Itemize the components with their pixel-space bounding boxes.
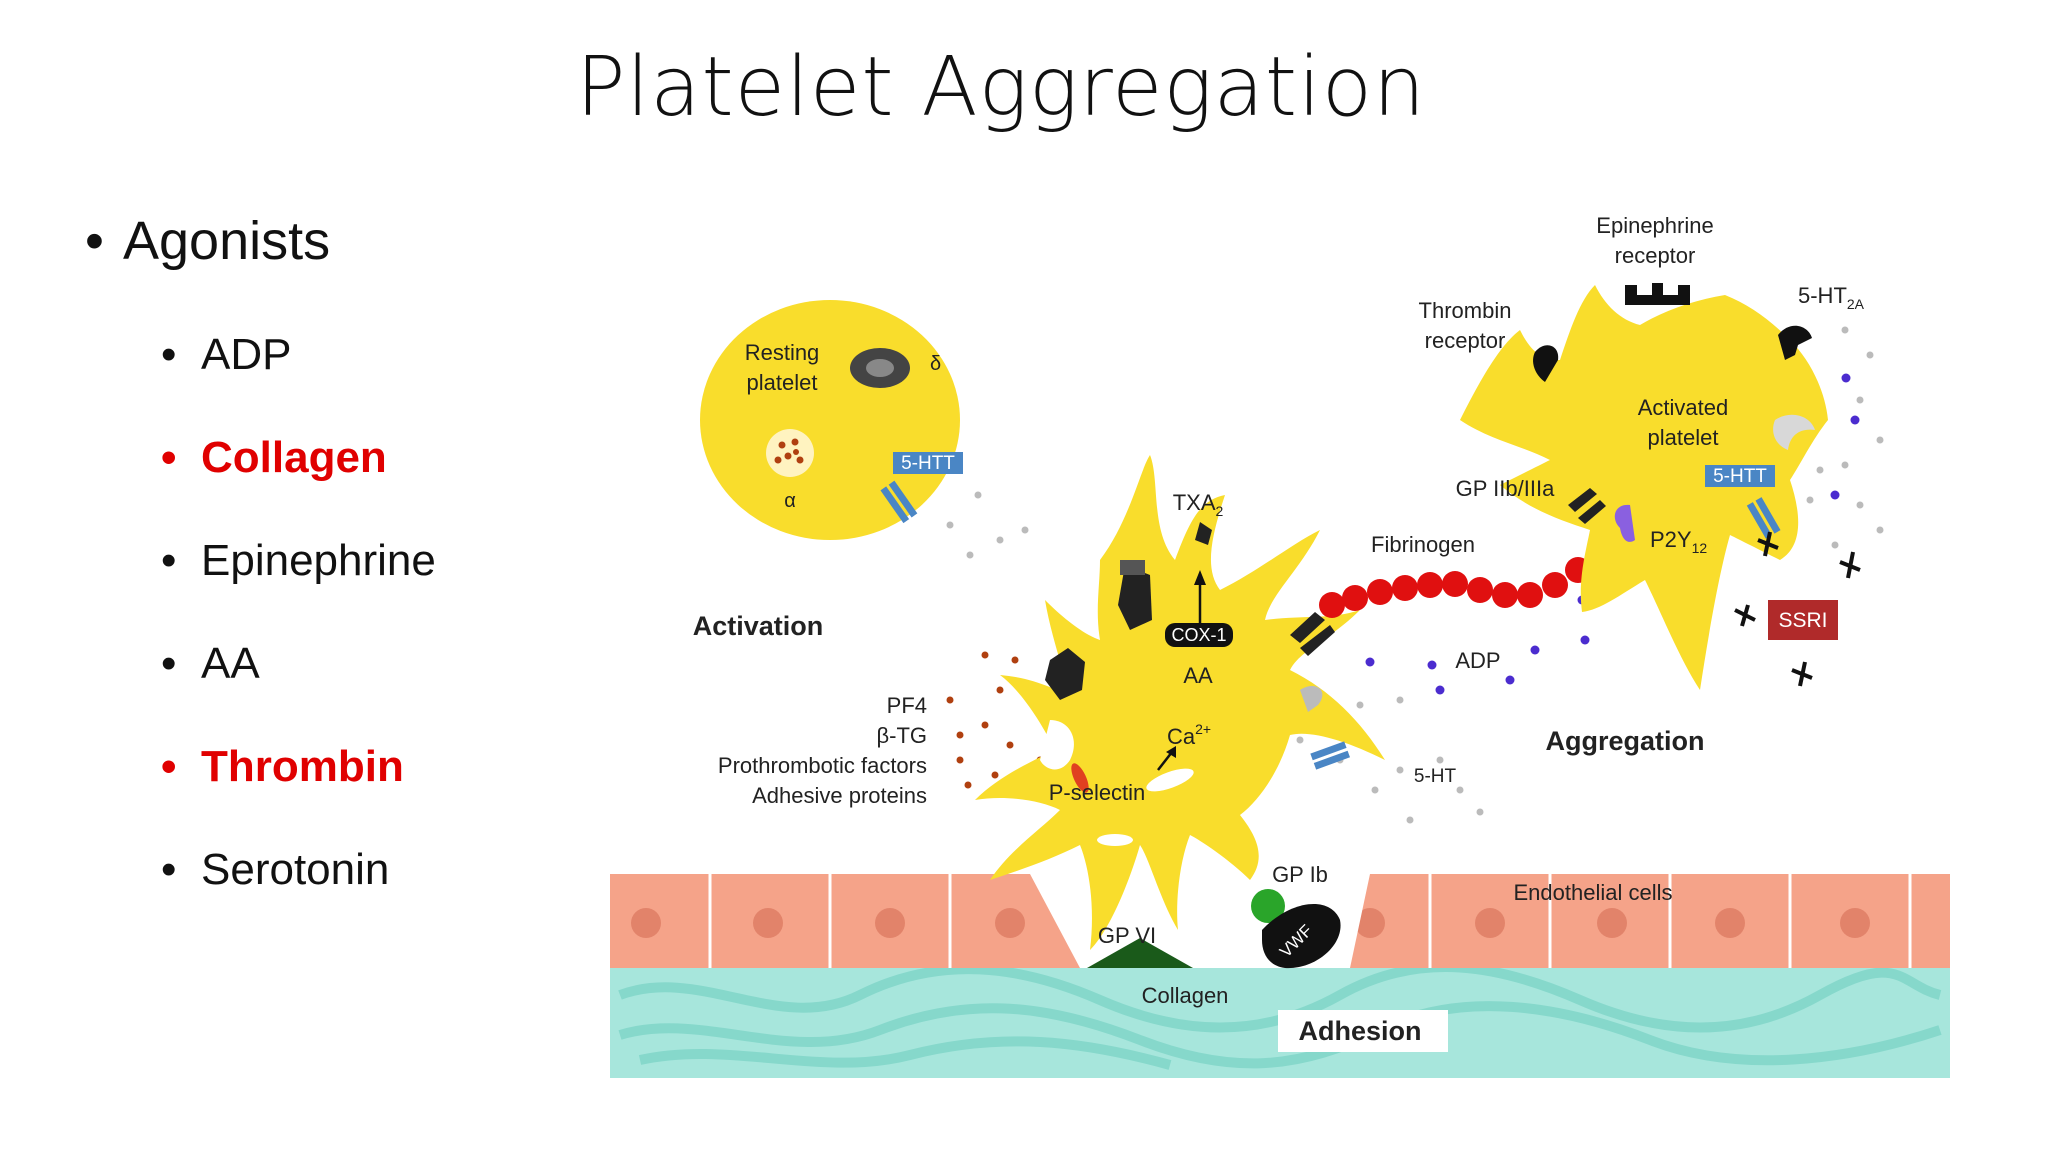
bullet-text: Thrombin bbox=[201, 742, 404, 791]
gp6-collagen-icon bbox=[1087, 938, 1193, 968]
bullet-text: AA bbox=[201, 639, 260, 688]
collagen-fibers bbox=[618, 962, 1942, 1070]
bullet-text: Collagen bbox=[201, 433, 387, 482]
bullet-dot: • bbox=[161, 330, 177, 379]
right-activated-platelet bbox=[1460, 285, 1828, 690]
txa2-label: TXA2 bbox=[1173, 490, 1224, 519]
vwf-icon bbox=[1262, 903, 1341, 969]
ssri-box bbox=[1768, 600, 1838, 640]
resting-label-2: platelet bbox=[747, 370, 818, 395]
gp6-label: GP VI bbox=[1098, 923, 1156, 948]
bullet-text: ADP bbox=[201, 330, 292, 379]
bullet-text: Epinephrine bbox=[201, 536, 436, 585]
p2y12-label: P2Y12 bbox=[1650, 527, 1707, 556]
thrombin-receptor-label-1: Thrombin bbox=[1419, 298, 1512, 323]
fibrinogen-chain bbox=[1319, 557, 1591, 618]
gp2b3a-right-icon bbox=[1568, 488, 1606, 524]
delta-label: δ bbox=[930, 353, 941, 375]
aggregation-label: Aggregation bbox=[1546, 726, 1705, 756]
right-transporter-icon bbox=[1746, 497, 1781, 539]
central-activated-platelet bbox=[975, 455, 1385, 950]
cox1-label: COX-1 bbox=[1171, 625, 1226, 645]
collagen-label: Collagen bbox=[1142, 983, 1229, 1008]
resting-label-1: Resting bbox=[745, 340, 820, 365]
bullet-text: Serotonin bbox=[201, 845, 390, 894]
activated-transporter-label: 5-HTT bbox=[1713, 466, 1767, 487]
bullet-dot: • bbox=[161, 742, 177, 791]
activation-label: Activation bbox=[693, 611, 824, 641]
pf4-label: PF4 bbox=[887, 693, 927, 718]
endothelial-label: Endothelial cells bbox=[1514, 880, 1673, 905]
resting-transporter-label: 5-HTT bbox=[901, 453, 955, 474]
bullet-text: Agonists bbox=[123, 211, 331, 271]
bullet-dot: • bbox=[161, 845, 177, 894]
bullet-dot: • bbox=[161, 639, 177, 688]
thrombin-receptor-icon-central bbox=[1118, 565, 1152, 630]
bullet-dot: • bbox=[161, 433, 177, 482]
gp1b-label: GP Ib bbox=[1272, 862, 1328, 887]
platelet-aggregation-diagram: Resting platelet δ α 5-HTT bbox=[610, 213, 1950, 1078]
epinephrine-receptor-label-1: Epinephrine bbox=[1596, 213, 1713, 238]
adhesion-label: Adhesion bbox=[1298, 1016, 1421, 1046]
alpha-granule-icon bbox=[766, 429, 814, 477]
central-transporter-icon bbox=[1310, 741, 1350, 770]
5ht2a-label: 5-HT2A bbox=[1798, 283, 1865, 312]
gp2b3a-left-icon bbox=[1290, 612, 1335, 656]
gp1b-icon bbox=[1251, 889, 1285, 923]
activated-label-2: platelet bbox=[1648, 425, 1719, 450]
aa-label: AA bbox=[1183, 663, 1213, 688]
adhesive-proteins-label: Adhesive proteins bbox=[752, 783, 927, 808]
slide-title: Platelet Aggregation bbox=[576, 40, 1426, 135]
thrombin-receptor-label-2: receptor bbox=[1425, 328, 1506, 353]
cox1-box bbox=[1165, 623, 1233, 647]
thrombin-receptor-icon bbox=[1533, 345, 1559, 382]
prothrombotic-label: Prothrombotic factors bbox=[718, 753, 927, 778]
receptor-cap-icon bbox=[1120, 560, 1145, 575]
5ht-label: 5-HT bbox=[1414, 766, 1457, 787]
p2y12-icon bbox=[1614, 504, 1635, 542]
epinephrine-receptor-label-2: receptor bbox=[1615, 243, 1696, 268]
adp-label: ADP bbox=[1455, 648, 1500, 673]
epinephrine-receptor-icon bbox=[1625, 283, 1690, 305]
alpha-label: α bbox=[784, 490, 796, 512]
adhesion-label-box bbox=[1278, 1010, 1448, 1052]
txa2-icon bbox=[1195, 522, 1212, 545]
transporter-box bbox=[893, 452, 963, 474]
right-transporter-box bbox=[1705, 465, 1775, 487]
bullet-dot: • bbox=[85, 211, 104, 271]
adp-receptor-icon bbox=[1300, 685, 1323, 712]
resting-platelet bbox=[700, 300, 963, 540]
fibrinogen-label: Fibrinogen bbox=[1371, 532, 1475, 557]
ca-arrow-icon bbox=[1157, 751, 1173, 771]
gp2b3a-label: GP IIb/IIIa bbox=[1456, 476, 1555, 501]
receptor-icon bbox=[1045, 648, 1085, 700]
bullet-dot: • bbox=[161, 536, 177, 585]
5ht2a-receptor-icon bbox=[1778, 325, 1812, 360]
p-selectin-label: P-selectin bbox=[1049, 780, 1146, 805]
btg-label: β-TG bbox=[876, 723, 927, 748]
ssri-label: SSRI bbox=[1778, 609, 1827, 632]
ca-label: Ca2+ bbox=[1167, 721, 1211, 749]
transporter-icon bbox=[880, 480, 918, 524]
activated-label-1: Activated bbox=[1638, 395, 1729, 420]
ssri-blocker-icons bbox=[1734, 531, 1861, 687]
p-selectin-icon bbox=[1071, 763, 1089, 793]
